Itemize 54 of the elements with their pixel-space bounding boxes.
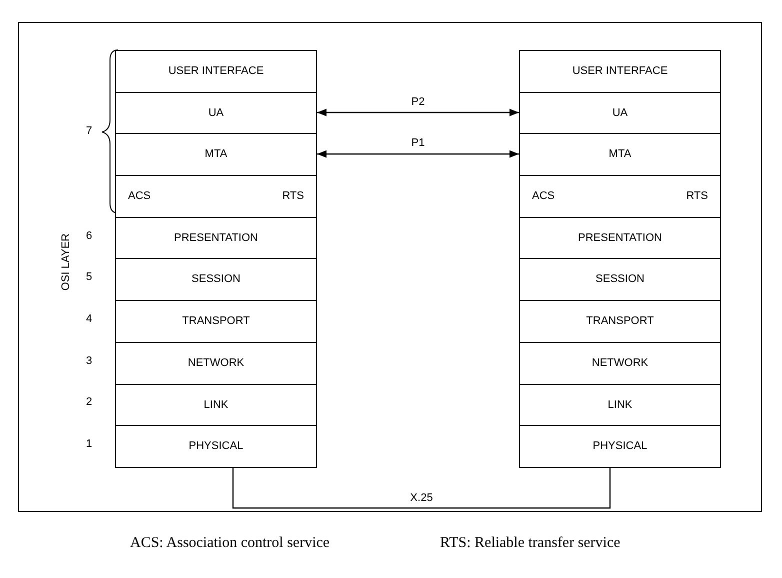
layer-box: [519, 258, 721, 301]
layer-label: PHYSICAL: [188, 439, 244, 454]
layer-label: SESSION: [192, 272, 240, 288]
layer-number: 5: [86, 270, 92, 285]
layer-label: LINK: [608, 398, 632, 413]
footnote: ACS: Association control service: [130, 534, 330, 553]
layer-label: PRESENTATION: [578, 230, 662, 246]
layer-number: 6: [86, 229, 92, 244]
layer-label: MTA: [608, 147, 632, 162]
layer-number: 4: [86, 312, 92, 327]
layer-box: [519, 217, 721, 259]
layer-box: [519, 175, 721, 218]
layer-box: [519, 384, 721, 426]
layer-number: 1: [86, 437, 92, 452]
layer-label: ACS: [128, 189, 151, 204]
layer-box: [519, 50, 721, 93]
layer-number: 2: [86, 395, 92, 410]
layer-box: [519, 92, 721, 134]
axis-title: OSI LAYER: [58, 233, 73, 291]
layer-label: NETWORK: [188, 356, 244, 372]
layer-label: UA: [612, 106, 628, 121]
layer-box: [519, 342, 721, 385]
layer-label: UA: [208, 106, 224, 121]
layer-label: NETWORK: [592, 356, 648, 372]
layer-label: TRANSPORT: [586, 314, 654, 330]
layer-label: PHYSICAL: [592, 439, 648, 454]
layer-label: USER INTERFACE: [168, 64, 264, 80]
layer-box: [115, 133, 317, 176]
connector-arrow: [317, 150, 519, 158]
layer-box: [115, 300, 317, 343]
footnote: RTS: Reliable transfer service: [440, 534, 620, 553]
layer-label: LINK: [204, 398, 228, 413]
layer-box: [519, 300, 721, 343]
layer-box: [115, 342, 317, 385]
layer-box: [115, 425, 317, 468]
layer-box: [115, 50, 317, 93]
layer-box: [115, 175, 317, 218]
layer-box: [519, 133, 721, 176]
layer-label: SESSION: [596, 272, 644, 288]
layer-number: 7: [86, 124, 92, 139]
layer-box: [115, 92, 317, 134]
layer-box: [115, 217, 317, 259]
layer-box: [115, 384, 317, 426]
layer-label: RTS: [686, 189, 708, 204]
layer-label: PRESENTATION: [174, 230, 258, 246]
layer-number: 3: [86, 354, 92, 369]
layer-label: TRANSPORT: [182, 314, 250, 330]
layer-label: ACS: [532, 189, 555, 204]
layer-label: RTS: [282, 189, 304, 204]
layer-label: MTA: [204, 147, 228, 162]
connector-arrow: [317, 108, 519, 116]
layer-box: [519, 425, 721, 468]
layer-label: USER INTERFACE: [572, 64, 668, 80]
layer-box: [115, 258, 317, 301]
